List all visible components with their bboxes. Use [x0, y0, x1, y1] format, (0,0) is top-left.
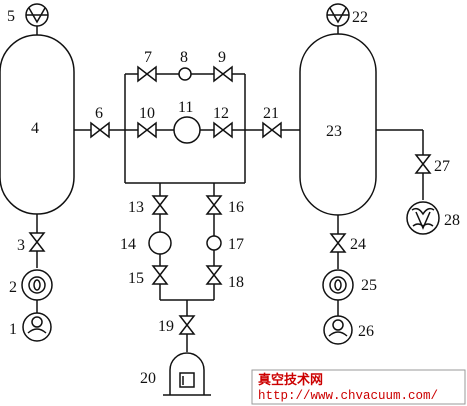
label-19: 19	[158, 318, 174, 335]
label-25: 25	[361, 277, 377, 294]
valve-21-icon	[262, 121, 282, 139]
valve-9-icon	[213, 65, 233, 83]
label-24: 24	[350, 236, 366, 253]
valve-12-icon	[213, 121, 233, 139]
label-28: 28	[444, 212, 460, 229]
label-8: 8	[180, 49, 188, 66]
pump-25-icon	[322, 269, 354, 301]
valve-16-icon	[205, 195, 223, 215]
label-9: 9	[218, 49, 226, 66]
valve-27-icon	[414, 154, 432, 174]
label-3: 3	[17, 237, 25, 254]
valve-7-icon	[137, 65, 157, 83]
watermark-url: http://www.chvacuum.com/	[258, 389, 438, 403]
valve-3-icon	[28, 232, 46, 252]
label-23: 23	[326, 123, 342, 140]
pump-26-icon	[323, 315, 353, 345]
valve-24-icon	[329, 233, 347, 253]
label-21: 21	[263, 105, 279, 122]
gauge-22-icon	[326, 3, 350, 27]
label-16: 16	[228, 199, 244, 216]
watermark: 真空技术网 http://www.chvacuum.com/	[251, 369, 466, 405]
valve-18-icon	[205, 265, 223, 285]
label-22: 22	[352, 9, 368, 26]
label-14: 14	[120, 236, 136, 253]
label-27: 27	[434, 158, 450, 175]
label-18: 18	[228, 274, 244, 291]
label-11: 11	[178, 99, 193, 116]
gauge-5-icon	[25, 3, 49, 27]
label-5: 5	[7, 8, 15, 25]
label-15: 15	[128, 270, 144, 287]
valve-10-icon	[137, 121, 157, 139]
valve-13-icon	[151, 195, 169, 215]
label-13: 13	[128, 199, 144, 216]
vessel-14-icon	[148, 231, 172, 255]
vessel-17-icon	[206, 235, 222, 251]
label-6: 6	[95, 105, 103, 122]
label-7: 7	[144, 49, 152, 66]
label-17: 17	[228, 236, 244, 253]
watermark-title: 真空技术网	[258, 372, 323, 388]
chamber-11-icon	[173, 116, 201, 144]
instrument-8-icon	[178, 67, 192, 81]
label-10: 10	[139, 105, 155, 122]
pump-28-icon	[406, 201, 440, 235]
label-2: 2	[9, 279, 17, 296]
pump-2-icon	[21, 269, 53, 301]
valve-19-icon	[178, 315, 196, 335]
label-12: 12	[213, 105, 229, 122]
pump-1-icon	[22, 312, 52, 342]
watermark-box	[251, 369, 466, 405]
pump-20-icon	[163, 352, 211, 396]
valve-6-icon	[90, 121, 110, 139]
valve-15-icon	[151, 265, 169, 285]
label-20: 20	[140, 370, 156, 387]
label-1: 1	[9, 321, 17, 338]
vessel-23	[299, 33, 377, 216]
vessel-4	[0, 34, 75, 215]
label-4: 4	[31, 120, 39, 137]
label-26: 26	[358, 323, 374, 340]
